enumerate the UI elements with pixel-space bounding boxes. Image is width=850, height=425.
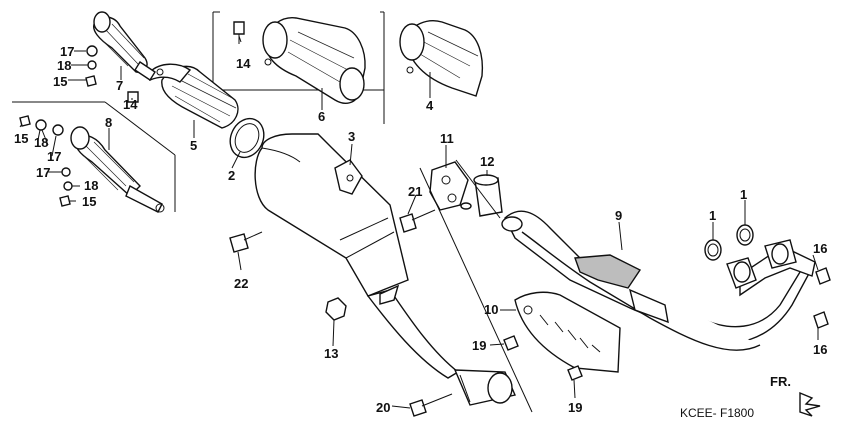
callout-14: 14: [123, 97, 138, 112]
joint-gasket: [429, 161, 472, 211]
callout-18: 18: [57, 58, 71, 73]
callout-8: 8: [105, 115, 112, 130]
callout-17: 17: [36, 165, 50, 180]
callout-18: 18: [84, 178, 98, 193]
callout-9: 9: [615, 208, 622, 223]
fr-label: FR.: [770, 374, 791, 389]
callout-16: 16: [813, 342, 827, 357]
hardware: [19, 21, 831, 417]
callout-16: 16: [813, 241, 827, 256]
callout-19: 19: [568, 400, 582, 415]
callout-12: 12: [480, 154, 494, 169]
header-pipe: [501, 210, 816, 351]
inset-insert-6: [262, 17, 366, 104]
leader-lines: [19, 35, 819, 413]
screen-top-left: [93, 11, 156, 81]
callout-21: 21: [408, 184, 422, 199]
callout-1: 1: [709, 208, 716, 223]
front-arrow: FR.: [770, 374, 821, 417]
callout-17: 17: [47, 149, 61, 164]
callout-4: 4: [426, 98, 434, 113]
muffler-body: [254, 133, 460, 379]
callout-15: 15: [82, 194, 96, 209]
joint-collar: [473, 174, 503, 217]
callout-17: 17: [60, 44, 74, 59]
callout-22: 22: [234, 276, 248, 291]
callout-7: 7: [116, 78, 123, 93]
heat-protector: [514, 291, 621, 373]
callout-20: 20: [376, 400, 390, 415]
callout-10: 10: [484, 302, 498, 317]
callout-14: 14: [236, 56, 251, 71]
callout-2: 2: [228, 168, 235, 183]
callout-15: 15: [14, 131, 28, 146]
muffler-gasket: [229, 117, 265, 159]
callout-15: 15: [53, 74, 67, 89]
spark-arrester: [149, 63, 239, 129]
left-box-lines: [12, 101, 176, 212]
inset-insert-4: [399, 20, 484, 97]
callout-3: 3: [348, 129, 355, 144]
callout-19: 19: [472, 338, 486, 353]
screen-left: [70, 126, 165, 213]
diagram-code: KCEE- F1800: [680, 406, 754, 420]
callout-5: 5: [190, 138, 197, 153]
lower-clamp: [453, 369, 516, 406]
callouts: 1 1 2 3 4 5 6 7 8 9 10 11 12 13 14 14 15…: [14, 44, 827, 415]
callout-13: 13: [324, 346, 338, 361]
callout-6: 6: [318, 109, 325, 124]
callout-11: 11: [440, 131, 454, 146]
callout-18: 18: [34, 135, 48, 150]
callout-1: 1: [740, 187, 747, 202]
